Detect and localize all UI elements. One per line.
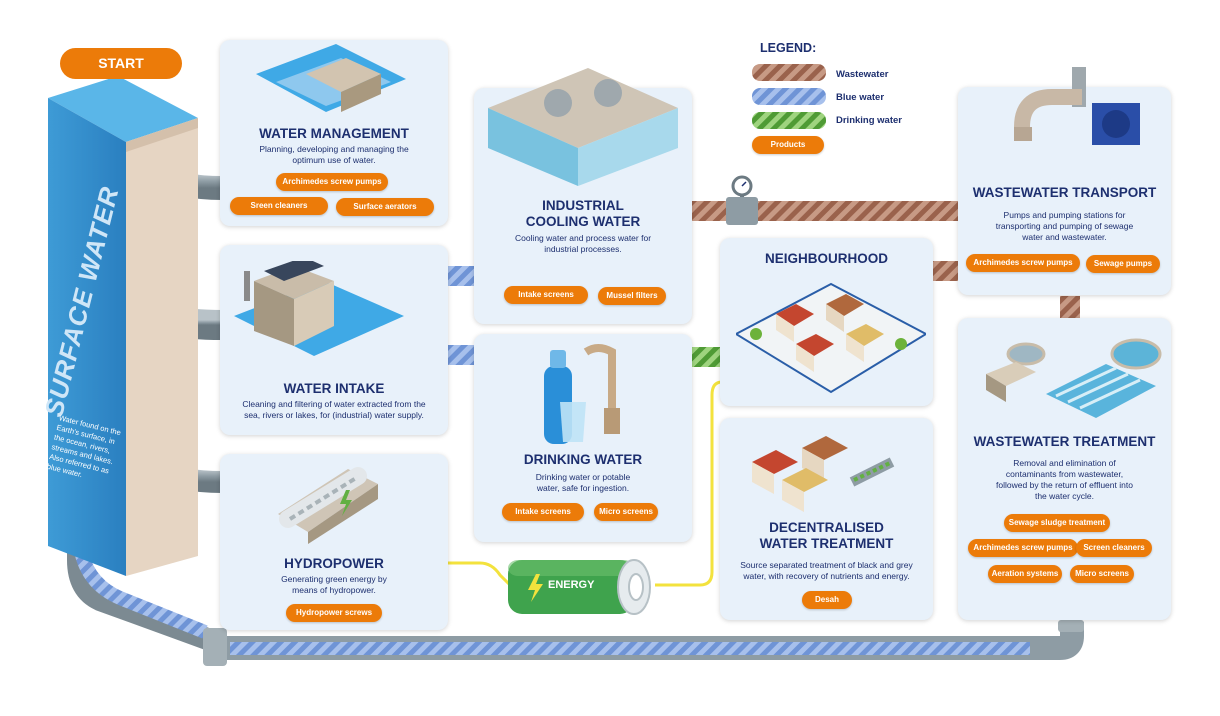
hydropower-title: HYDROPOWER bbox=[284, 556, 384, 571]
industrial-cooling-description: Cooling water and process water for indu… bbox=[514, 233, 652, 254]
wastewater-treatment-illustration bbox=[986, 338, 1162, 418]
decentralised-title-line1: DECENTRALISED bbox=[769, 520, 884, 535]
wastewater-transport-description: Pumps and pumping stations for transport… bbox=[995, 210, 1134, 242]
industrial-cooling-title-line2: COOLING WATER bbox=[525, 214, 641, 229]
product-screen-cleaners[interactable]: Screen cleaners bbox=[1076, 539, 1152, 557]
hydropower-illustration bbox=[278, 467, 378, 544]
return-pipe bbox=[67, 529, 1084, 666]
product-intake-screens[interactable]: Intake screens bbox=[502, 503, 584, 521]
decentralised-title-line2: WATER TREATMENT bbox=[759, 536, 894, 551]
wastewater-transport-title: WASTEWATER TRANSPORT bbox=[972, 185, 1157, 200]
water-surface-top bbox=[48, 76, 198, 142]
card-hydropower[interactable]: HYDROPOWER Generating green energy by me… bbox=[220, 454, 448, 630]
wastewater-pipes bbox=[692, 175, 1080, 318]
water-intake-illustration bbox=[234, 261, 404, 356]
industrial-cooling-illustration bbox=[488, 68, 678, 186]
legend-drinking-swatch bbox=[752, 112, 826, 129]
product-archimedes-screw-pumps[interactable]: Archimedes screw pumps bbox=[276, 173, 388, 191]
lightning-icon bbox=[528, 574, 543, 602]
decentralised-illustration bbox=[752, 436, 895, 512]
card-decentralised[interactable]: DECENTRALISED WATER TREATMENT Source sep… bbox=[720, 418, 933, 620]
card-water-management[interactable]: WATER MANAGEMENT Planning, developing an… bbox=[220, 40, 448, 226]
legend-bluewater-swatch bbox=[752, 88, 826, 105]
legend-drinking: Drinking water bbox=[836, 115, 902, 126]
card-wastewater-transport[interactable]: WASTEWATER TRANSPORT Pumps and pumping s… bbox=[958, 67, 1171, 295]
hydropower-description: Generating green energy by means of hydr… bbox=[281, 574, 387, 595]
card-wastewater-treatment[interactable]: WASTEWATER TREATMENT Removal and elimina… bbox=[958, 318, 1171, 620]
product-micro-screens[interactable]: Micro screens bbox=[594, 503, 658, 521]
lightning-icon bbox=[340, 490, 352, 516]
surface-water-column bbox=[48, 76, 198, 576]
wastewater-treatment-title: WASTEWATER TREATMENT bbox=[973, 434, 1156, 449]
industrial-cooling-title-line1: INDUSTRIAL bbox=[542, 198, 624, 213]
wastewater-treatment-description: Removal and elimination of contaminants … bbox=[996, 458, 1133, 501]
product-mussel-filters[interactable]: Mussel filters bbox=[598, 287, 666, 305]
legend-title: LEGEND: bbox=[760, 41, 817, 55]
wastewater-transport-illustration bbox=[1014, 67, 1140, 145]
legend-bluewater: Blue water bbox=[836, 92, 885, 103]
energy-label: ENERGY bbox=[548, 579, 595, 591]
legend-swatches bbox=[752, 64, 826, 129]
energy-lines bbox=[446, 380, 723, 587]
card-industrial-cooling[interactable]: INDUSTRIAL COOLING WATER Cooling water a… bbox=[474, 68, 692, 324]
water-management-illustration bbox=[256, 44, 406, 112]
water-intake-description: Cleaning and filtering of water extracte… bbox=[242, 399, 426, 420]
drinking-water-illustration bbox=[544, 344, 620, 444]
neighbourhood-title: NEIGHBOURHOOD bbox=[764, 251, 888, 266]
neighbourhood-illustration bbox=[736, 282, 926, 394]
card-drinking-water[interactable]: DRINKING WATER Drinking water or potable… bbox=[474, 334, 692, 542]
product-sewage-sludge-treatment[interactable]: Sewage sludge treatment bbox=[1004, 514, 1110, 532]
drinking-water-description: Drinking water or potable water, safe fo… bbox=[535, 472, 631, 493]
product-archimedes-screw-pumps[interactable]: Archimedes screw pumps bbox=[968, 539, 1078, 557]
legend-wastewater-swatch bbox=[752, 64, 826, 81]
energy-battery bbox=[508, 559, 651, 615]
water-management-description: Planning, developing and managing the op… bbox=[259, 144, 409, 165]
product-sreen-cleaners[interactable]: Sreen cleaners bbox=[230, 197, 328, 215]
card-water-intake[interactable]: WATER INTAKE Cleaning and filtering of w… bbox=[220, 245, 448, 435]
card-neighbourhood[interactable]: NEIGHBOURHOOD bbox=[720, 238, 933, 406]
product-surface-aerators[interactable]: Surface aerators bbox=[336, 198, 434, 216]
drinking-water-title: DRINKING WATER bbox=[523, 452, 643, 467]
product-desah[interactable]: Desah bbox=[802, 591, 852, 609]
product-sewage-pumps[interactable]: Sewage pumps bbox=[1086, 255, 1160, 273]
legend-wastewater: Wastewater bbox=[836, 69, 889, 80]
water-intake-title: WATER INTAKE bbox=[283, 381, 385, 396]
product-intake-screens[interactable]: Intake screens bbox=[504, 286, 588, 304]
product-micro-screens[interactable]: Micro screens bbox=[1070, 565, 1134, 583]
decentralised-description: Source separated treatment of black and … bbox=[740, 560, 913, 581]
legend-products-pill: Products bbox=[752, 136, 824, 154]
drinking-water-pipe bbox=[692, 347, 720, 367]
product-hydropower-screws[interactable]: Hydropower screws bbox=[286, 604, 382, 622]
water-management-title: WATER MANAGEMENT bbox=[259, 126, 409, 141]
start-badge: START bbox=[60, 48, 182, 79]
product-aeration-systems[interactable]: Aeration systems bbox=[988, 565, 1062, 583]
product-archimedes-screw-pumps[interactable]: Archimedes screw pumps bbox=[966, 254, 1080, 272]
